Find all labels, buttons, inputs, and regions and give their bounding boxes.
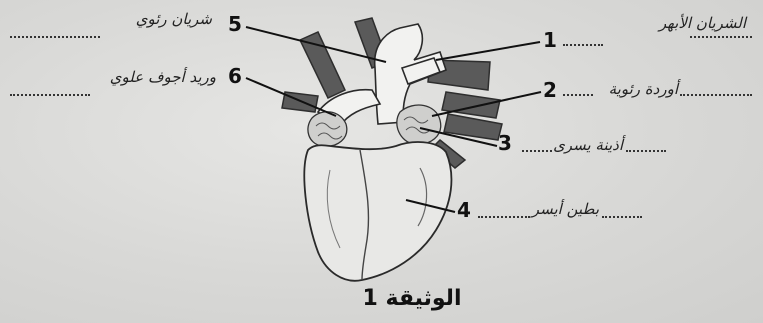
label-6-text: وريد أجوف علوي — [92, 68, 216, 86]
ventricles — [304, 142, 451, 281]
right-atrium — [308, 112, 347, 147]
label-3-text: أذينة يسرى — [553, 136, 623, 154]
label-3-number: 3 — [498, 131, 512, 155]
label-1-dots — [563, 44, 603, 46]
label-4-number: 4 — [457, 198, 471, 222]
label-1-text: الشريان الأبهر — [606, 14, 746, 32]
label-5-number: 5 — [228, 12, 242, 36]
label-2-text: أوردة رئوية — [598, 80, 678, 98]
left-atrium — [397, 105, 441, 144]
label-6-number: 6 — [228, 64, 242, 88]
label-5-text: شريان رئوي — [102, 10, 212, 28]
label-4-text: بطين أيسر — [533, 200, 599, 218]
label-1-number: 1 — [543, 28, 557, 52]
document-caption: الوثيقة 1 — [352, 286, 472, 311]
pointer-1 — [436, 42, 540, 60]
label-2-number: 2 — [543, 78, 557, 102]
